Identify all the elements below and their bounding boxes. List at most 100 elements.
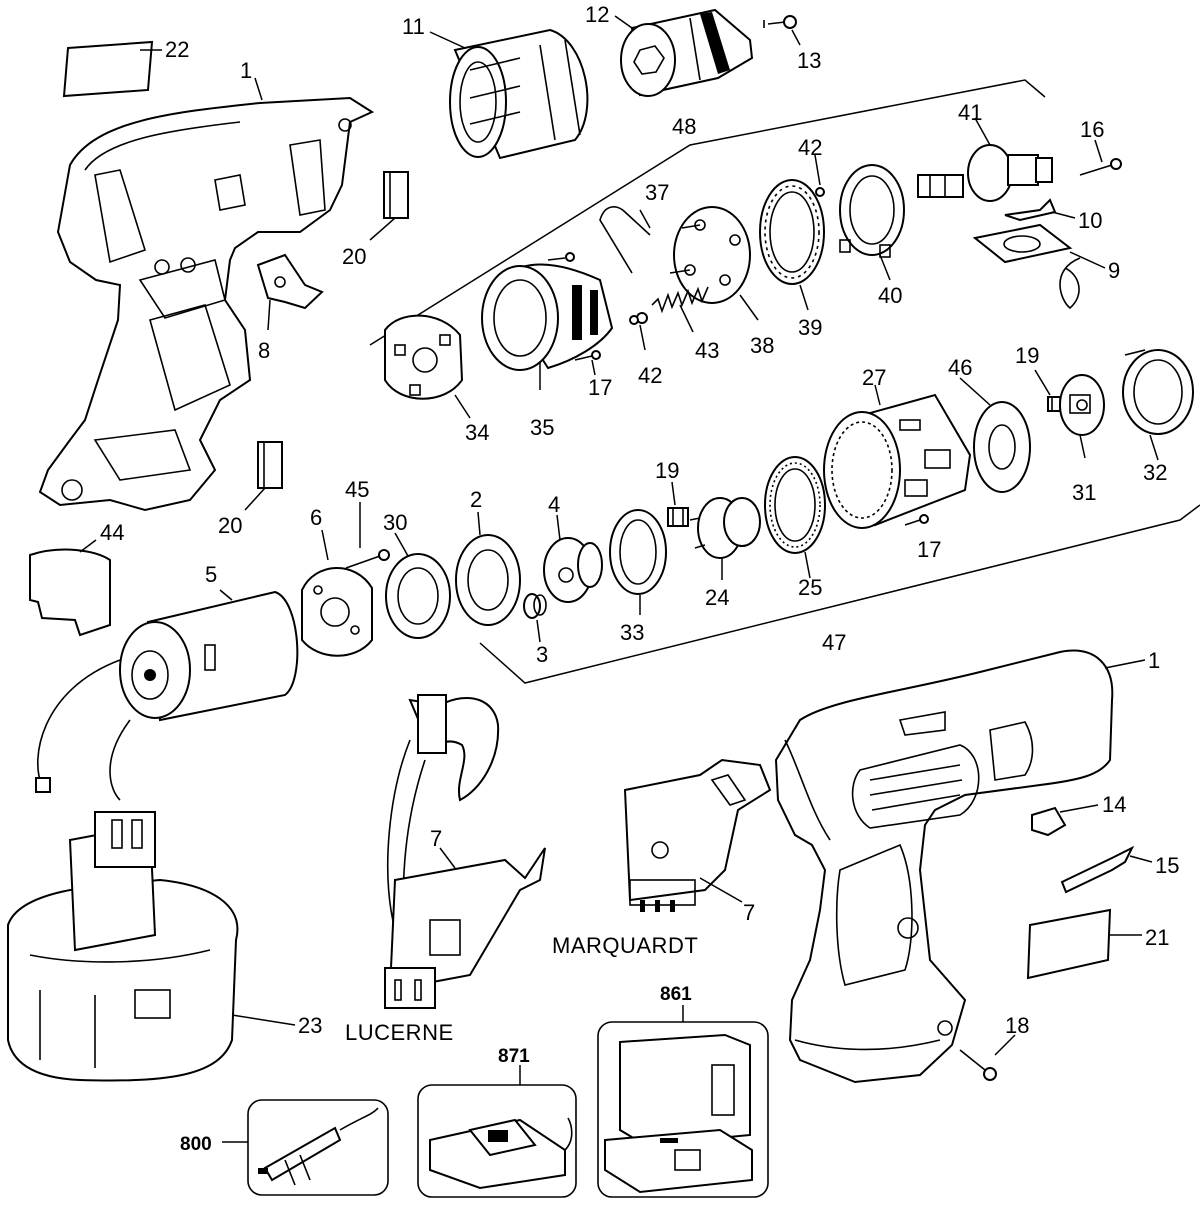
callout-20-lower: 20 (218, 513, 242, 538)
callout-45: 45 (345, 477, 369, 502)
part-13-screw (763, 15, 797, 29)
callout-8: 8 (258, 338, 270, 363)
callout-19-upper: 19 (1015, 343, 1039, 368)
part-14-clip (1031, 806, 1067, 837)
part-22-label-sticker (62, 40, 154, 98)
callout-30: 30 (383, 510, 407, 535)
callout-21: 21 (1145, 925, 1169, 950)
callout-42-upper: 42 (798, 135, 822, 160)
callout-12: 12 (585, 2, 609, 27)
callout-4: 4 (548, 492, 560, 517)
callout-10: 10 (1078, 208, 1102, 233)
part-4-gear (543, 537, 603, 603)
callout-40: 40 (878, 283, 902, 308)
part-1-housing-left (38, 96, 375, 512)
callout-17-lower: 17 (917, 537, 941, 562)
part-37-pin (599, 206, 651, 274)
callout-24: 24 (705, 585, 729, 610)
part-6-end-plate (301, 567, 373, 657)
part-32-ring-gear (1122, 349, 1194, 435)
callout-19-lower: 19 (655, 458, 679, 483)
part-34-cage (384, 314, 464, 400)
callout-3: 3 (536, 642, 548, 667)
callout-20-upper: 20 (342, 244, 366, 269)
callout-33: 33 (620, 620, 644, 645)
callout-7-lucerne: 7 (430, 826, 442, 851)
callout-9: 9 (1108, 258, 1120, 283)
callout-7-marquardt: 7 (743, 900, 755, 925)
part-23-battery (7, 811, 239, 1082)
part-18-screw (959, 1049, 997, 1081)
part-7-switch-lucerne (384, 694, 546, 1009)
callout-15: 15 (1155, 853, 1179, 878)
callout-43: 43 (695, 338, 719, 363)
part-25-ring-gear (764, 456, 826, 554)
callout-35: 35 (530, 415, 554, 440)
callout-31: 31 (1072, 480, 1096, 505)
callout-2: 2 (470, 487, 482, 512)
callout-48: 48 (672, 114, 696, 139)
callout-861: 861 (660, 984, 692, 1005)
part-20-block-upper (383, 171, 409, 219)
part-1-housing-right (774, 649, 1114, 1084)
callout-17-upper: 17 (588, 375, 612, 400)
callout-13: 13 (797, 48, 821, 73)
callout-800: 800 (180, 1134, 212, 1155)
caption-lucerne: LUCERNE (345, 1020, 454, 1045)
callout-16: 16 (1080, 117, 1104, 142)
part-17-screw-upper (574, 350, 601, 361)
part-800-box (247, 1099, 389, 1196)
assembly-bracket-48 (369, 79, 1046, 346)
callout-25: 25 (798, 575, 822, 600)
part-44-shroud (29, 548, 111, 637)
caption-marquardt: MARQUARDT (552, 933, 698, 958)
part-42-ball-lower (629, 312, 648, 325)
part-27-gearbox-housing (823, 393, 972, 529)
part-39-toothed-ring (759, 179, 825, 285)
part-9-plate (972, 223, 1081, 310)
callout-5: 5 (205, 562, 217, 587)
callout-6: 6 (310, 505, 322, 530)
part-8-clip (256, 253, 324, 310)
part-861-case-box (597, 1021, 769, 1198)
callout-14: 14 (1102, 792, 1126, 817)
part-16-screw (1079, 158, 1122, 176)
callout-32: 32 (1143, 460, 1167, 485)
part-2-plate (455, 534, 521, 626)
part-24-planet-carrier (689, 497, 761, 559)
part-11-collar (449, 28, 589, 160)
part-871-charger-box (417, 1084, 577, 1198)
callout-46: 46 (948, 355, 972, 380)
part-43-spring (651, 286, 709, 314)
callout-27: 27 (862, 365, 886, 390)
callout-41: 41 (958, 100, 982, 125)
part-40-ring (839, 164, 905, 258)
part-21-label-sticker (1026, 908, 1112, 980)
part-42-ball-upper (815, 187, 825, 197)
callout-34: 34 (465, 420, 489, 445)
part-31-carrier (1059, 374, 1105, 436)
part-3-pinion (523, 593, 547, 619)
callout-39: 39 (798, 315, 822, 340)
part-35-gear-housing (481, 252, 614, 371)
part-15-bit (1060, 845, 1135, 894)
part-19-pinion-lower (667, 507, 689, 527)
part-10-clip (1004, 198, 1057, 222)
callout-44: 44 (100, 520, 124, 545)
callout-47: 47 (822, 630, 846, 655)
callout-42-lower: 42 (638, 363, 662, 388)
part-33-ring-gear (609, 509, 667, 595)
part-7-switch-marquardt (623, 758, 772, 912)
part-5-motor (35, 590, 299, 801)
assembly-bracket-47 (479, 504, 1200, 684)
part-45-screw (345, 549, 390, 569)
callout-18: 18 (1005, 1013, 1029, 1038)
callout-1-left: 1 (240, 58, 252, 83)
part-46-washer (973, 401, 1031, 493)
part-20-block-lower (257, 441, 283, 489)
part-38-carrier (669, 206, 751, 304)
callout-11: 11 (402, 14, 425, 39)
callout-1-right: 1 (1148, 648, 1160, 673)
callout-23: 23 (298, 1013, 322, 1038)
